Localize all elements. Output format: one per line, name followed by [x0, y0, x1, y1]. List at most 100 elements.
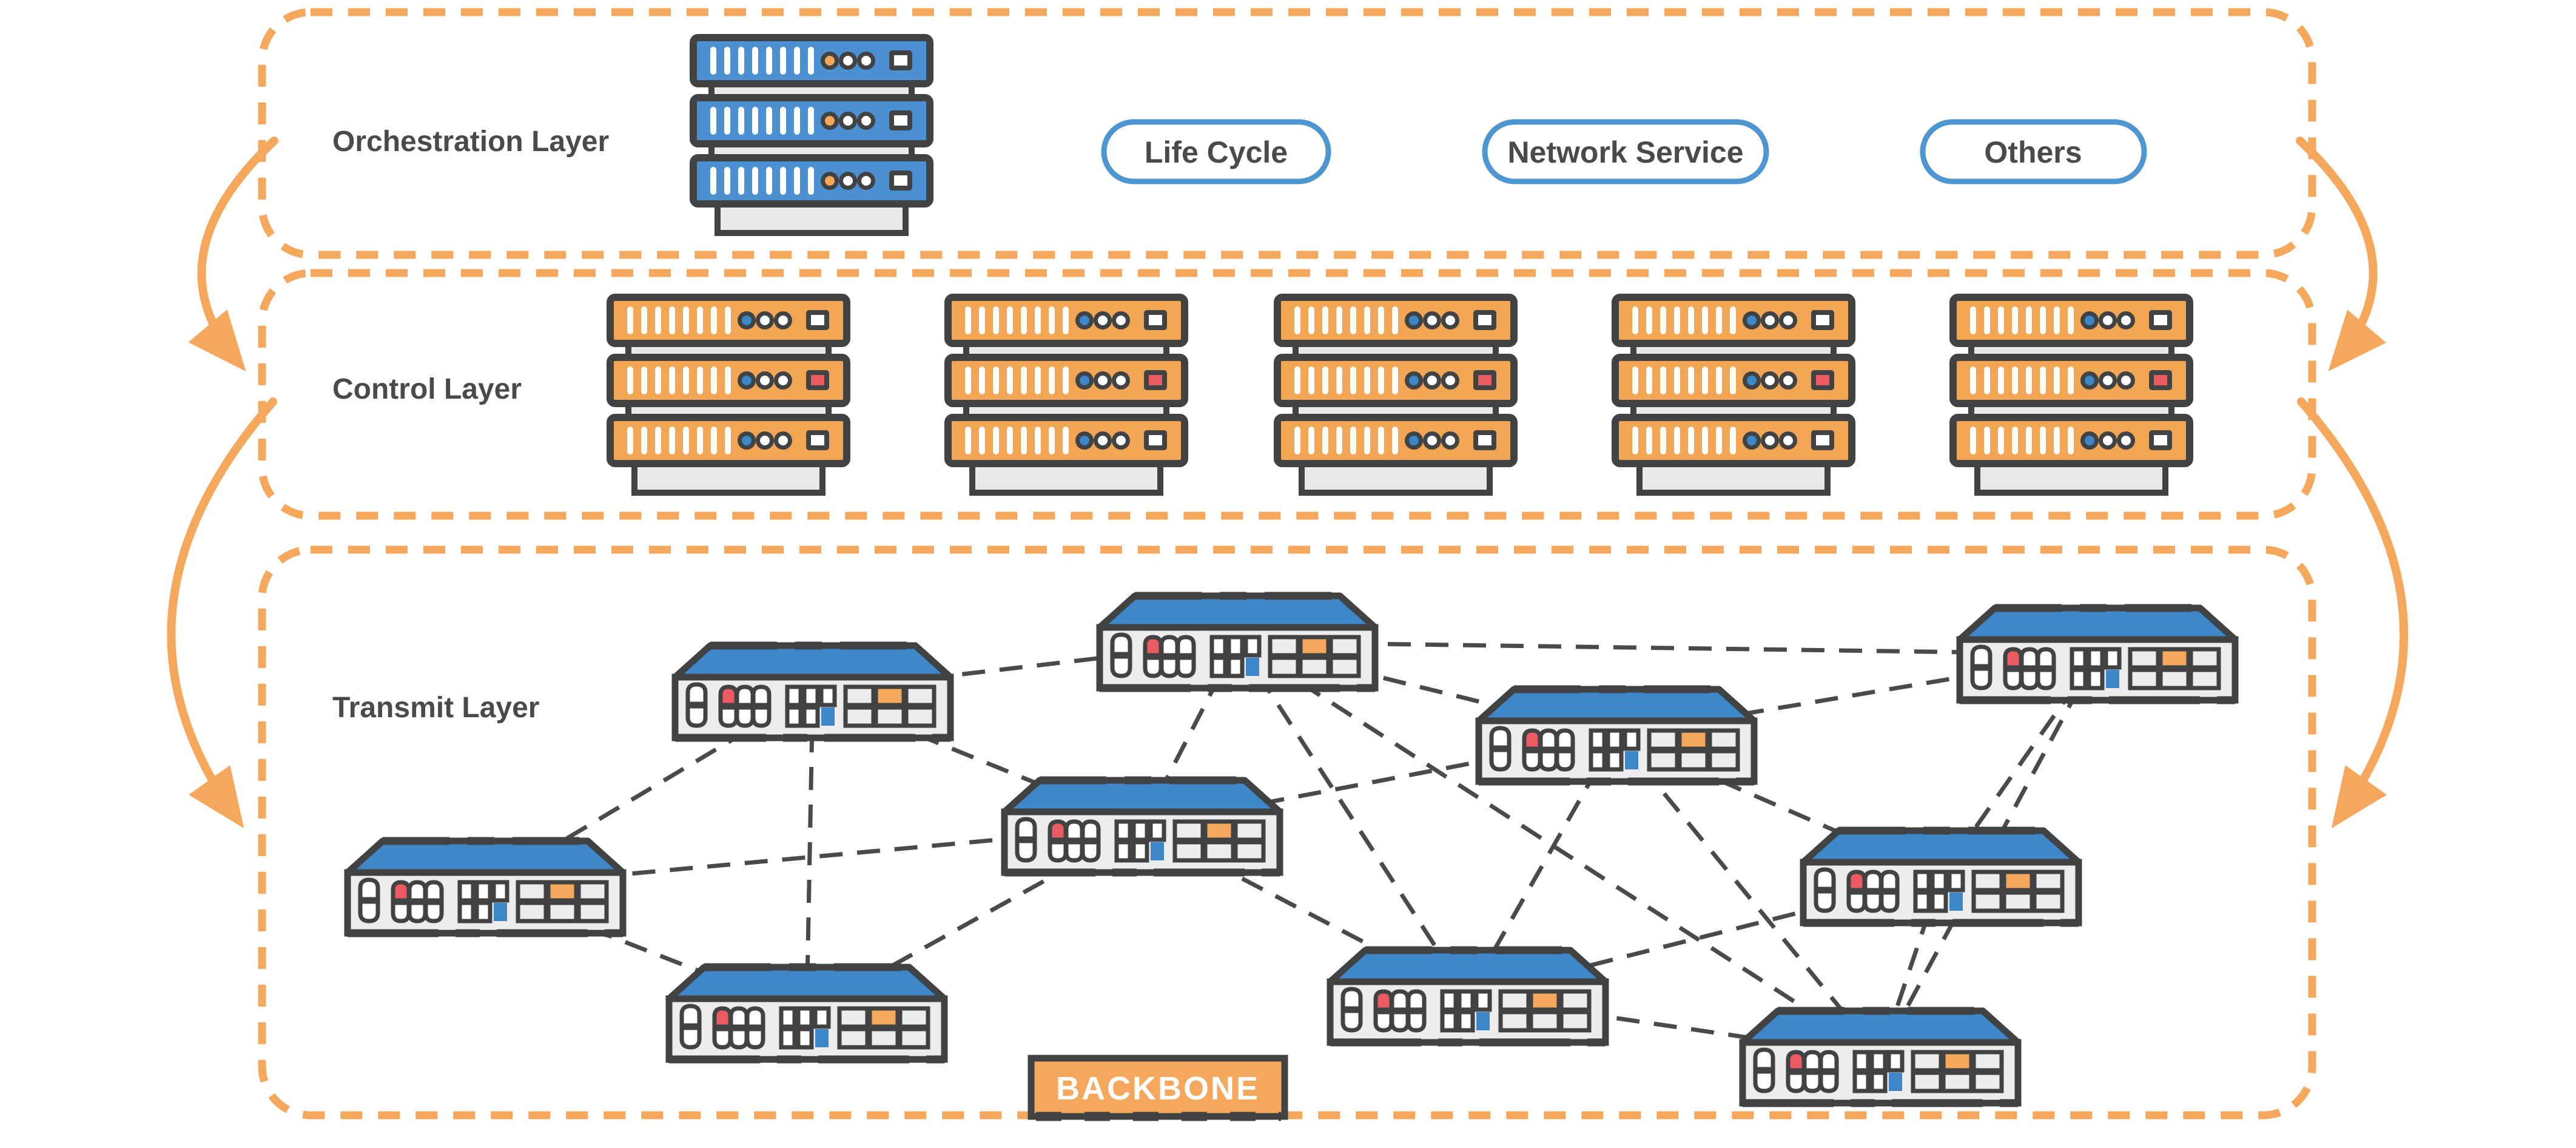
- port-square-icon: [779, 1006, 797, 1029]
- vent-slit: [1984, 366, 1990, 394]
- router-roof: [1001, 777, 1283, 815]
- vent-slit: [697, 427, 703, 454]
- vent-slit: [780, 107, 786, 135]
- rack-base: [969, 461, 1163, 496]
- vent-slit: [752, 167, 758, 195]
- port-arch-icon: [2019, 647, 2040, 670]
- port-slot-icon: [837, 1006, 870, 1029]
- port-arch-icon: [1080, 840, 1101, 863]
- power-button-light: [1149, 315, 1162, 325]
- power-button-light: [894, 115, 907, 126]
- vent-slit: [724, 167, 730, 195]
- port-arch-icon: [1390, 989, 1410, 1012]
- port-arch-icon: [1786, 1050, 1806, 1073]
- vent-slit: [2040, 366, 2046, 394]
- port-slot-icon: [2032, 869, 2065, 893]
- port-arch-icon: [1143, 655, 1163, 678]
- port-shield-icon: [1110, 654, 1132, 678]
- rack-base: [631, 461, 826, 496]
- link-r2-r10: [1236, 640, 1882, 1059]
- port-arch-icon: [1159, 635, 1180, 658]
- port-square-icon: [802, 705, 820, 728]
- port-square-icon: [796, 1027, 814, 1050]
- port-square-icon: [2087, 647, 2105, 670]
- vent-slit: [965, 306, 971, 334]
- vent-slit: [655, 427, 661, 454]
- link-r2-r9: [1236, 641, 1470, 998]
- port-square-icon: [2104, 647, 2122, 670]
- port-square-icon: [779, 1027, 797, 1050]
- vent-slit: [1730, 366, 1736, 394]
- port-square-icon: [474, 900, 493, 923]
- port-arch-icon: [1846, 869, 1867, 893]
- vent-slit: [1716, 427, 1722, 454]
- vent-slit: [1674, 427, 1680, 454]
- port-shield-icon: [685, 682, 708, 706]
- backbone-label: BACKBONE: [1056, 1070, 1260, 1107]
- pill-network-service-shape: [1482, 119, 1769, 184]
- vent-slit: [1308, 366, 1314, 394]
- port-slot-icon: [904, 684, 937, 707]
- vent-slit: [979, 427, 985, 454]
- vent-slit: [2012, 427, 2018, 454]
- port-shield-icon: [1015, 817, 1037, 841]
- port-arch-icon: [1048, 819, 1068, 842]
- router-roof: [1327, 947, 1609, 985]
- vent-slit: [1021, 306, 1027, 334]
- vent-slit: [683, 306, 689, 334]
- led-light-icon: [778, 436, 788, 445]
- port-arch-icon: [1522, 749, 1542, 772]
- port-square-icon: [1949, 893, 1963, 911]
- port-slot-icon: [1911, 1070, 1943, 1093]
- vent-slit: [1364, 427, 1370, 454]
- vent-slit: [1702, 306, 1708, 334]
- rack-base: [1299, 461, 1493, 496]
- port-arch-icon: [2036, 647, 2056, 670]
- port-slot-icon: [2032, 890, 2065, 913]
- led-light-icon: [2085, 376, 2094, 385]
- port-slot-icon: [843, 684, 876, 707]
- port-arch-icon: [407, 880, 428, 903]
- led-light-icon: [1747, 316, 1757, 325]
- vent-slit: [2068, 366, 2074, 394]
- vent-slit: [1674, 306, 1680, 334]
- port-slot-icon: [867, 1006, 900, 1029]
- vent-slit: [669, 366, 675, 394]
- led-light-icon: [1747, 436, 1757, 445]
- vent-slit: [710, 107, 716, 135]
- vent-slit: [1336, 366, 1342, 394]
- vent-slit: [697, 306, 703, 334]
- vent-slit: [2054, 306, 2060, 334]
- vent-slit: [1063, 306, 1069, 334]
- vent-slit: [1632, 306, 1638, 334]
- router-roof: [344, 837, 627, 876]
- led-light-icon: [1116, 316, 1126, 325]
- vent-slit: [2068, 306, 2074, 334]
- vent-slit: [1021, 366, 1027, 394]
- server-stack-control-stack-5: [1949, 294, 2193, 496]
- vent-slit: [1364, 366, 1370, 394]
- port-slot-icon: [2158, 647, 2191, 670]
- vent-slit: [766, 107, 772, 135]
- port-square-icon: [1226, 655, 1245, 678]
- led-light-icon: [2085, 436, 2094, 445]
- vent-slit: [683, 366, 689, 394]
- vent-slit: [2040, 306, 2046, 334]
- vent-slit: [766, 47, 772, 75]
- led-light-icon: [1445, 436, 1455, 445]
- port-slot-icon: [1707, 749, 1740, 772]
- vent-slit: [627, 306, 633, 334]
- port-slot-icon: [1971, 1070, 2004, 1093]
- vent-slit: [1984, 306, 1990, 334]
- port-square-icon: [1148, 819, 1166, 842]
- port-slot-icon: [1233, 840, 1266, 863]
- port-slot-icon: [576, 900, 609, 923]
- vent-slit: [1364, 306, 1370, 334]
- router-roof: [1475, 686, 1758, 724]
- port-slot-icon: [1971, 890, 2004, 913]
- port-arch-icon: [1143, 635, 1163, 658]
- power-button-light: [1149, 435, 1162, 445]
- vent-slit: [1392, 366, 1398, 394]
- port-arch-icon: [712, 1006, 733, 1029]
- port-square-icon: [1440, 989, 1458, 1012]
